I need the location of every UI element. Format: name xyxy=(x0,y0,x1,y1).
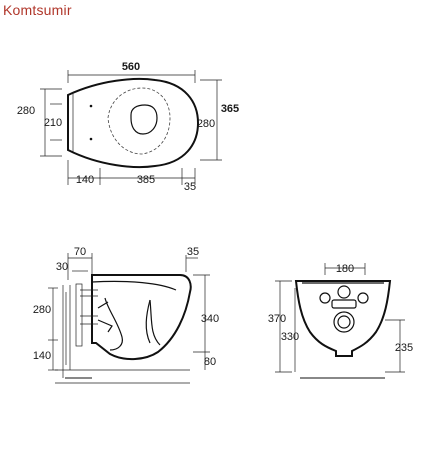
top-view: 560 280 210 365 280 140 385 35 xyxy=(17,61,239,193)
dim-front-side-height: 235 xyxy=(395,342,413,354)
dim-front-inner-height: 330 xyxy=(281,331,299,343)
bowl-inner-rim xyxy=(107,87,171,155)
dim-fixing-distance: 385 xyxy=(137,174,155,186)
bowl-front-outline xyxy=(294,280,392,357)
dim-front-total-height: 370 xyxy=(268,313,286,325)
dim-overall-length: 560 xyxy=(122,61,140,73)
dim-width-right: 280 xyxy=(197,118,215,130)
front-view: 180 370 330 235 xyxy=(268,263,413,379)
brand-logo-text: Komtsumir xyxy=(3,2,72,18)
dim-outlet-height: 280 xyxy=(33,304,51,316)
dim-front-overhang: 35 xyxy=(187,246,199,258)
dim-rear-depth: 70 xyxy=(74,246,86,258)
dim-wall-gap: 30 xyxy=(56,261,68,273)
dim-floor-gap: 80 xyxy=(204,356,216,368)
bowl-side-outline xyxy=(91,274,192,360)
dim-outlet-width: 180 xyxy=(336,263,354,275)
bowl-top-outline xyxy=(67,77,200,169)
dim-rear-offset: 140 xyxy=(76,174,94,186)
dim-bottom-height: 140 xyxy=(33,350,51,362)
dim-seat-width: 210 xyxy=(44,117,62,129)
dim-width-left: 280 xyxy=(17,105,35,117)
dim-total-width: 365 xyxy=(221,103,239,115)
water-opening xyxy=(130,104,158,135)
dim-front-offset: 35 xyxy=(184,181,196,193)
dim-bowl-height: 340 xyxy=(201,313,219,325)
side-view: 70 30 35 280 140 340 80 xyxy=(33,246,219,384)
